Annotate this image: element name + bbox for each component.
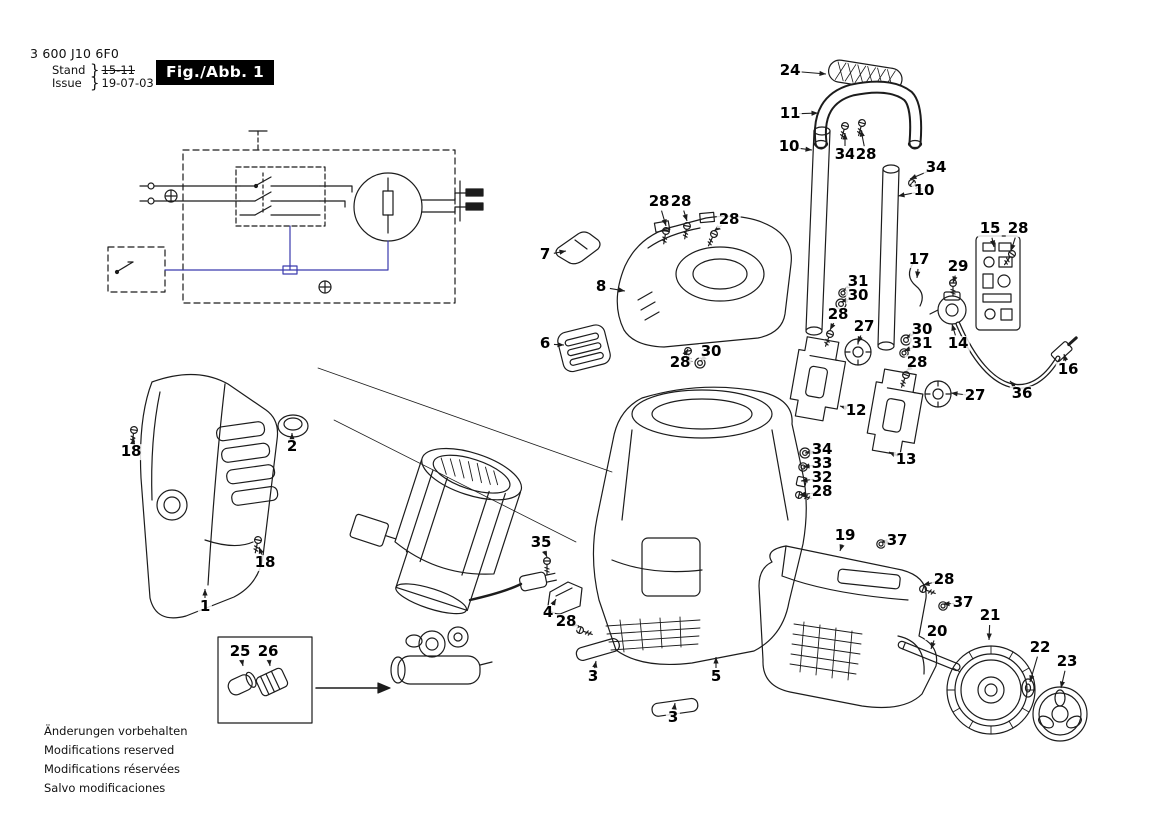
part-1-side-panel [139, 373, 279, 619]
part-callout-21: 21 [977, 606, 1003, 625]
power-cord [468, 571, 557, 602]
part-callout-32: 32 [809, 468, 835, 487]
part-19-rear-housing [758, 545, 938, 709]
part-callout-30: 30 [845, 286, 871, 305]
part-callout-4: 4 [540, 603, 556, 622]
part-12-tube-holder [789, 336, 847, 422]
note-en: Modifications reserved [44, 743, 175, 757]
stand-brace: } [90, 61, 100, 79]
note-fr: Modifications réservées [44, 762, 181, 776]
part-callout-10: 10 [911, 181, 937, 200]
part-10-tube-right [877, 164, 900, 351]
part-callout-31: 31 [909, 334, 935, 353]
part-callout-30: 30 [698, 342, 724, 361]
part-callout-8: 8 [593, 277, 609, 296]
part-pump-manifold [390, 626, 493, 685]
part-callout-37: 37 [884, 531, 910, 550]
part-callout-6: 6 [537, 334, 553, 353]
issue-label: Issue [52, 76, 82, 90]
part-16-connector [1050, 336, 1078, 363]
part-27-knob-b [924, 380, 952, 408]
part-callout-28: 28 [667, 353, 693, 372]
figure-label: Fig./Abb. 1 [156, 60, 275, 85]
part-callout-27: 27 [962, 386, 988, 405]
issue-brace: } [90, 74, 100, 92]
part-callout-2: 2 [284, 437, 300, 456]
part-8-motor-cover [616, 211, 792, 348]
part-callout-5: 5 [708, 667, 724, 686]
part-callout-28: 28 [716, 210, 742, 229]
part-6-vent-grille [557, 324, 611, 373]
part-callout-22: 22 [1027, 638, 1053, 657]
part-callout-29: 29 [945, 257, 971, 276]
part-21-wheel [946, 645, 1036, 735]
part-callout-10: 10 [776, 137, 802, 156]
part-callout-36: 36 [1009, 384, 1035, 403]
part-callout-18: 18 [252, 553, 278, 572]
part-callout-28: 28 [904, 353, 930, 372]
part-callout-34: 34 [832, 145, 858, 164]
part-callout-28: 28 [1005, 219, 1031, 238]
part-3-rail-a [575, 638, 620, 662]
part-callout-28: 28 [809, 482, 835, 501]
wiring-diagram [107, 130, 484, 304]
part-callout-30: 30 [909, 320, 935, 339]
issue-value: 19-07-03 [101, 76, 154, 90]
part-callout-28: 28 [553, 612, 579, 631]
part-callout-16: 16 [1055, 360, 1081, 379]
part-callout-28: 28 [825, 305, 851, 324]
note-es: Salvo modificaciones [44, 781, 166, 795]
part-callout-33: 33 [809, 454, 835, 473]
part-callout-13: 13 [893, 450, 919, 469]
part-22-washer [1021, 678, 1035, 698]
part-callout-1: 1 [197, 597, 213, 616]
construction-lines [317, 367, 613, 543]
stand-value: 15-11 [101, 63, 135, 77]
part-11-handle [813, 80, 923, 150]
part-10-tube-left [805, 126, 831, 336]
inset-box-nozzles [217, 636, 391, 724]
title-block: 3 600 J10 6F0 Stand } 15-11 Issue } 19-0… [30, 46, 154, 92]
part-callout-14: 14 [945, 334, 971, 353]
part-23-hub-cap [1032, 686, 1088, 742]
part-callout-3: 3 [585, 667, 601, 686]
stand-row: Stand } 15-11 [52, 61, 154, 79]
part-callout-34: 34 [923, 158, 949, 177]
part-5-chassis [592, 386, 807, 666]
part-callout-26: 26 [255, 642, 281, 661]
part-callout-18: 18 [118, 442, 144, 461]
part-callout-37: 37 [950, 593, 976, 612]
part-callout-11: 11 [777, 104, 803, 123]
note-de: Änderungen vorbehalten [44, 724, 188, 738]
part-17-hook [908, 261, 923, 307]
part-callout-28: 28 [646, 192, 672, 211]
type-number: 3 600 J10 6F0 [30, 46, 120, 61]
part-callout-19: 19 [832, 526, 858, 545]
part-callout-24: 24 [777, 61, 803, 80]
stand-label: Stand [52, 63, 86, 77]
part-7-bracket [555, 231, 601, 265]
part-callout-23: 23 [1054, 652, 1080, 671]
part-callout-35: 35 [528, 533, 554, 552]
issue-row: Issue } 19-07-03 [52, 74, 154, 92]
part-motor-assembly [349, 447, 523, 615]
part-callout-3: 3 [665, 708, 681, 727]
part-callout-17: 17 [906, 250, 932, 269]
part-callout-28: 28 [853, 145, 879, 164]
part-callout-34: 34 [809, 440, 835, 459]
part-callout-25: 25 [227, 642, 253, 661]
part-callout-27: 27 [851, 317, 877, 336]
part-callout-28: 28 [668, 192, 694, 211]
part-callout-7: 7 [537, 245, 553, 264]
part-callout-31: 31 [845, 272, 871, 291]
legal-notes: Änderungen vorbehalten Modifications res… [44, 722, 188, 798]
part-callout-12: 12 [843, 401, 869, 420]
part-callout-15: 15 [977, 219, 1003, 238]
part-20-axle [897, 640, 961, 672]
part-callout-28: 28 [931, 570, 957, 589]
part-callout-20: 20 [924, 622, 950, 641]
